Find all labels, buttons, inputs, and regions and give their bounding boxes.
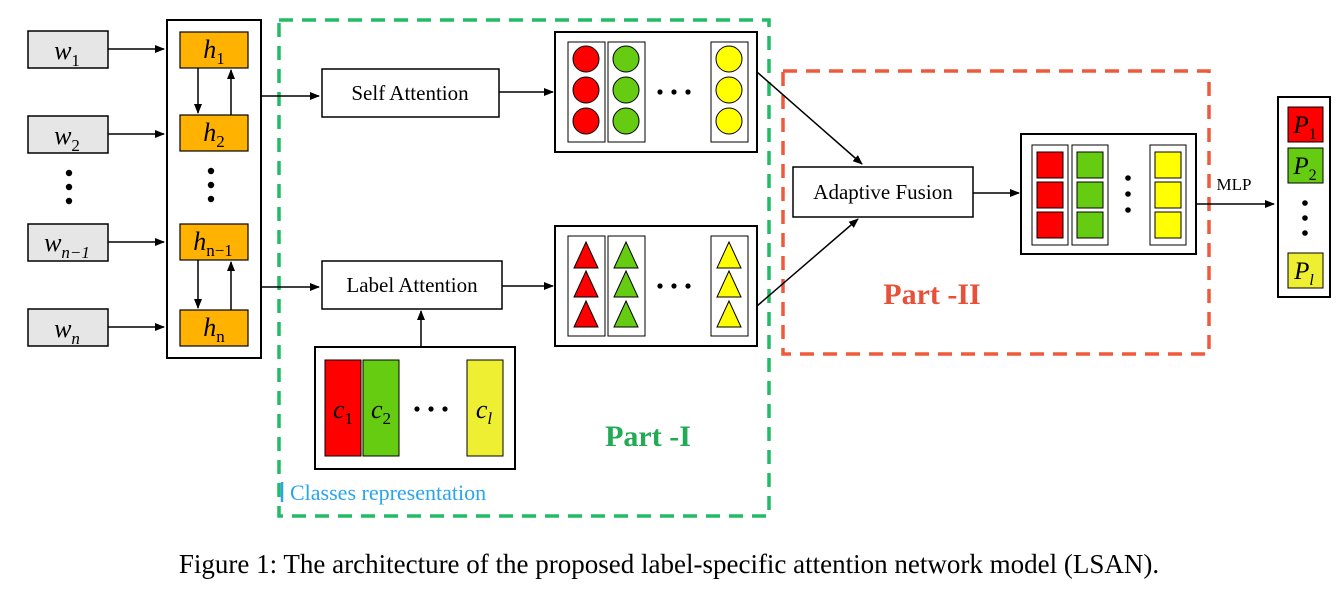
input-word-2: w2	[27, 115, 109, 155]
self-attn-col-red	[567, 41, 606, 143]
classes-representation: c1 c2 cl	[314, 346, 516, 470]
hidden-state-1-sub: 1	[216, 49, 225, 68]
svg-text:wn: wn	[54, 314, 80, 348]
svg-text:w2: w2	[54, 121, 80, 155]
svg-text:wn−1: wn−1	[44, 228, 90, 262]
fusion-vertical-dots	[1125, 175, 1131, 213]
label-attn-col-green	[607, 235, 646, 337]
class-c1-sub: 1	[345, 409, 354, 428]
hidden-to-attention-arrows	[261, 92, 320, 291]
part1-region	[277, 18, 771, 518]
bilstm-recurrent-arrows	[194, 68, 235, 310]
fusion-col-red	[1031, 144, 1069, 246]
svg-text:c1: c1	[333, 395, 353, 428]
fusion-output	[1020, 133, 1197, 255]
classes-representation-label: Classes representation	[290, 480, 486, 505]
hidden-state-n: hn	[179, 309, 249, 347]
input-word-n-minus-1-sub: n−1	[61, 243, 89, 262]
self-attention-output	[554, 31, 758, 153]
bilstm-container	[166, 19, 262, 359]
hidden-vertical-dots	[207, 167, 215, 203]
self-attn-col-yellow	[710, 41, 749, 143]
svg-text:hn: hn	[203, 313, 225, 346]
prediction-pl-base: P	[1293, 258, 1309, 285]
prediction-p1-base: P	[1292, 112, 1308, 139]
input-word-n-minus-1-base: w	[44, 228, 62, 257]
class-c1-base: c	[333, 395, 345, 424]
hidden-state-n-sub: n	[216, 327, 225, 346]
figure-caption: Figure 1: The architecture of the propos…	[179, 549, 1159, 579]
part1-label: Part -I	[605, 420, 691, 453]
svg-text:P2: P2	[1292, 153, 1316, 184]
label-attn-col-yellow	[710, 235, 749, 337]
svg-text:hn−1: hn−1	[193, 227, 233, 260]
hidden-state-2-sub: 2	[216, 132, 225, 151]
hidden-state-n-minus-1-base: h	[193, 227, 206, 256]
hidden-state-1: h1	[179, 31, 249, 69]
svg-text:Pl: Pl	[1293, 258, 1314, 289]
class-dots	[414, 406, 448, 412]
input-word-1-base: w	[54, 36, 72, 65]
hidden-state-n-minus-1: hn−1	[179, 223, 249, 261]
svg-text:P1: P1	[1292, 112, 1316, 143]
input-word-2-base: w	[54, 121, 72, 150]
input-word-n-base: w	[54, 314, 72, 343]
class-cl-base: c	[476, 395, 488, 424]
fusion-col-yellow	[1149, 144, 1187, 246]
label-attn-dots	[657, 283, 691, 289]
class-c2-base: c	[371, 395, 383, 424]
class-c2-sub: 2	[383, 409, 392, 428]
input-word-n-minus-1: wn−1	[27, 223, 109, 262]
self-attention-label: Self Attention	[351, 81, 469, 105]
label-attention-label: Label Attention	[346, 273, 478, 297]
fusion-col-green	[1071, 144, 1109, 246]
input-word-1-sub: 1	[71, 51, 80, 70]
label-attention-block: Label Attention	[321, 260, 503, 310]
svg-text:w1: w1	[54, 36, 80, 70]
input-to-hidden-arrows	[108, 45, 165, 331]
class-cl: cl	[466, 359, 504, 457]
bilstm-encoder: h1 h2 hn−1 hn	[166, 19, 262, 359]
hidden-state-2: h2	[179, 114, 249, 152]
prediction-p2-sub: 2	[1309, 167, 1317, 184]
prediction-output: P1 P2 Pl	[1277, 96, 1331, 298]
svg-text:h2: h2	[203, 118, 225, 151]
prediction-p2: P2	[1287, 147, 1324, 184]
prediction-p2-base: P	[1292, 153, 1308, 180]
self-attention-block: Self Attention	[321, 68, 500, 118]
prediction-vertical-dots	[1302, 200, 1308, 236]
svg-text:cl: cl	[476, 395, 493, 428]
prediction-pl-sub: l	[1309, 272, 1314, 289]
hidden-state-n-base: h	[203, 313, 216, 342]
attention-to-fusion-arrows	[756, 71, 863, 307]
class-c1: c1	[324, 359, 362, 457]
input-word-2-sub: 2	[71, 136, 80, 155]
hidden-state-n-minus-1-sub: n−1	[206, 241, 233, 260]
part2-label: Part -II	[883, 278, 980, 311]
input-word-n-sub: n	[71, 329, 80, 348]
input-word-1: w1	[27, 30, 109, 70]
mlp-label: MLP	[1217, 175, 1252, 194]
hidden-state-1-base: h	[203, 35, 216, 64]
prediction-p1: P1	[1287, 106, 1324, 143]
class-c2: c2	[362, 359, 400, 457]
part2-region	[781, 69, 1211, 356]
self-attn-col-green	[607, 41, 646, 143]
hidden-state-2-base: h	[203, 118, 216, 147]
label-attn-col-red	[567, 235, 606, 337]
adaptive-fusion-label: Adaptive Fusion	[813, 180, 953, 204]
label-attention-output	[554, 225, 758, 347]
input-word-n: wn	[27, 308, 109, 348]
prediction-pl: Pl	[1287, 252, 1324, 289]
svg-text:h1: h1	[203, 35, 225, 68]
svg-text:c2: c2	[371, 395, 391, 428]
prediction-p1-sub: 1	[1309, 126, 1317, 143]
input-words: w1 w2 wn−1 wn	[27, 30, 109, 348]
class-cl-sub: l	[487, 409, 492, 428]
input-vertical-dots	[65, 169, 73, 205]
adaptive-fusion-block: Adaptive Fusion	[792, 166, 974, 218]
self-attn-dots	[657, 89, 691, 95]
